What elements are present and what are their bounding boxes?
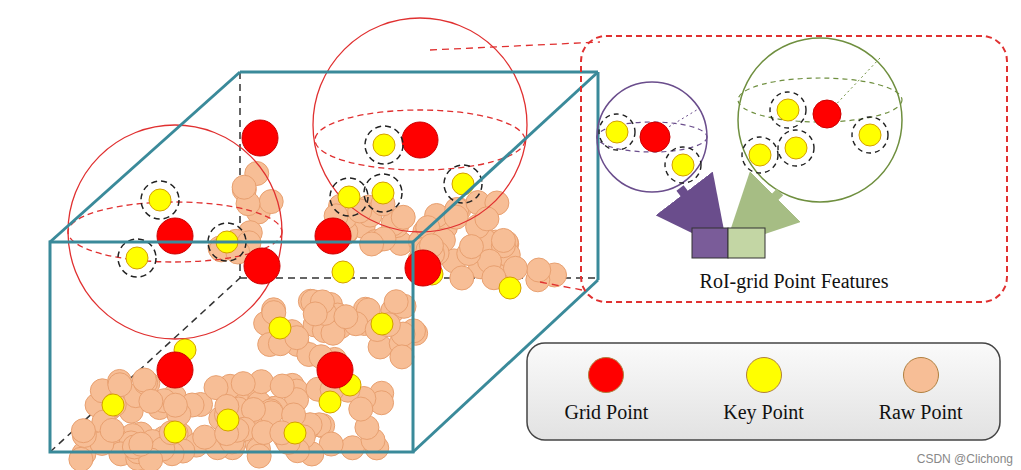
zoom-illustration	[597, 38, 902, 258]
legend-swatch	[588, 357, 624, 393]
roi-box	[50, 72, 598, 452]
query-spheres	[68, 18, 527, 339]
legend-swatch	[746, 357, 782, 393]
neighbor-rings	[118, 126, 482, 277]
panel-title: RoI-grid Point Features	[700, 270, 889, 293]
legend-item: Grid Point	[564, 343, 648, 424]
raw-points	[69, 161, 567, 470]
legend-frame	[527, 343, 1000, 440]
legend-item: Key Point	[723, 343, 804, 424]
legend-item: Raw Point	[879, 343, 963, 424]
legend-swatch	[903, 357, 939, 393]
grid-points	[157, 120, 441, 388]
watermark: CSDN @Clichong	[917, 452, 1013, 466]
hidden-edges	[50, 72, 598, 452]
legend: Grid Point Key Point Raw Point	[527, 343, 1000, 440]
zoom-lines	[430, 42, 600, 290]
zoom-panel: RoI-grid Point Features	[580, 35, 1008, 303]
key-points	[102, 134, 521, 444]
legend-text: Key Point	[723, 401, 804, 424]
legend-text: Raw Point	[879, 401, 963, 424]
legend-text: Grid Point	[564, 401, 648, 424]
